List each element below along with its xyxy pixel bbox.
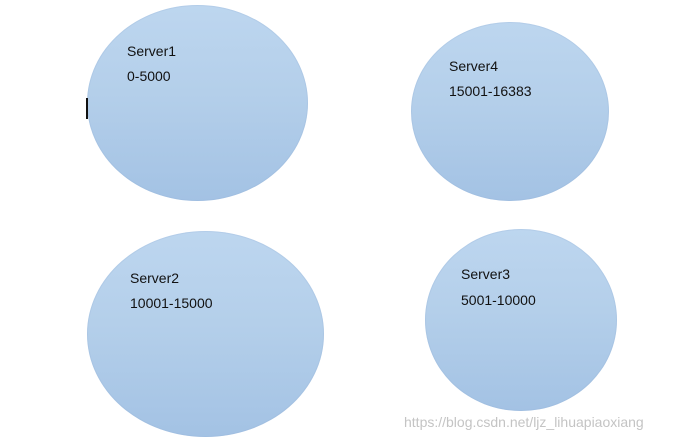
server4-node	[411, 22, 609, 201]
server4-range: 15001-16383	[449, 83, 532, 99]
server3-name: Server3	[461, 266, 511, 282]
server1-node	[87, 5, 308, 201]
watermark-text: https://blog.csdn.net/ljz_lihuapiaoxiang	[404, 414, 644, 430]
server4-name: Server4	[449, 58, 499, 74]
server2-node	[87, 231, 324, 437]
server3-node	[425, 229, 617, 411]
text-cursor	[86, 98, 88, 119]
server2-name: Server2	[130, 270, 180, 286]
server1-range: 0-5000	[127, 68, 171, 84]
server1-name: Server1	[127, 43, 177, 59]
server2-range: 10001-15000	[130, 295, 213, 311]
server3-range: 5001-10000	[461, 292, 536, 308]
